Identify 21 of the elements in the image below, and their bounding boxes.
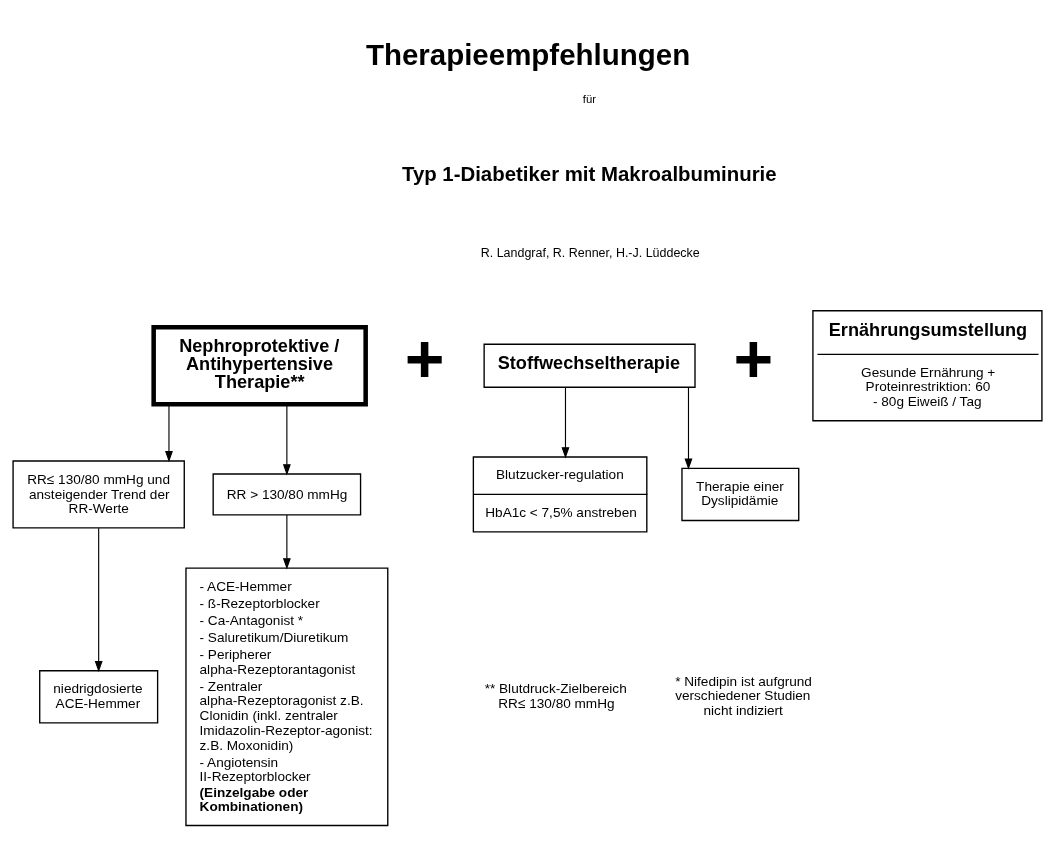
node-box: RR > 130/80 mmHg bbox=[212, 473, 362, 516]
label: ** Blutdruck-Zielbereich RR≤ 130/80 mmHg bbox=[484, 680, 627, 711]
node-box: RR≤ 130/80 mmHg und ansteigender Trend der RR-Werte bbox=[12, 460, 185, 529]
label: Typ 1-Diabetiker mit Makroalbuminurie bbox=[401, 162, 777, 185]
diagram-title: Therapieempfehlungen bbox=[365, 37, 691, 71]
label: für bbox=[582, 92, 596, 105]
label: + bbox=[733, 319, 774, 396]
label: * Nifedipin ist aufgrund verschiedener Studien nicht indiziert bbox=[675, 673, 812, 719]
node-box: niedrigdosierte ACE-Hemmer bbox=[39, 670, 159, 724]
arrow bbox=[282, 403, 291, 476]
label: + bbox=[404, 319, 445, 396]
arrow bbox=[282, 514, 291, 570]
node-box: - ACE-Hemmer - ß-Rezeptorblocker - Ca-Antagonist * - Saluretikum/Diuretikum - Peripherer alpha-Rezeptorantagonist - Zentraler alpha-Rezeptoragonist z.B. Clonidin (inkl. zentraler Imidazolin-Rezeptor-agonist: z.B. Moxonidin) - Angiotensin II-Rezeptorblocker (Einzelgabe oder Kombinationen) bbox=[185, 567, 389, 827]
arrow bbox=[165, 403, 173, 463]
node-box: Stoffwechseltherapie bbox=[483, 343, 696, 388]
arrow bbox=[561, 387, 570, 459]
node-box: Therapie einer Dyslipidämie bbox=[681, 467, 800, 522]
arrow bbox=[684, 387, 693, 470]
arrow bbox=[94, 527, 103, 673]
node-box: Nephroprotektive / Antihypertensive Therapie** bbox=[151, 324, 368, 407]
label: R. Landgraf, R. Renner, H.-J. Lüddecke bbox=[480, 246, 700, 261]
